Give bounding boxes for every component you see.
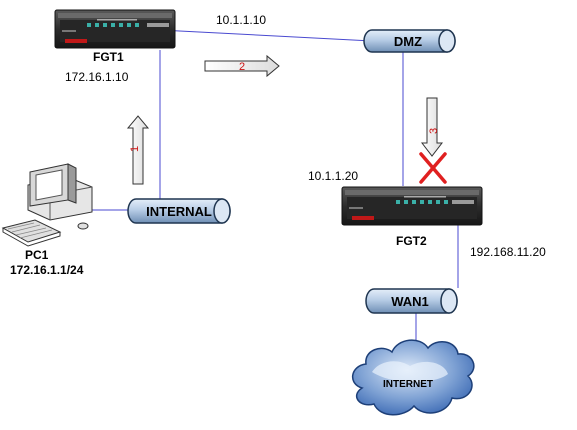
fgt1-device-icon[interactable]: [54, 9, 176, 49]
fgt1-label: FGT1: [93, 50, 124, 64]
fgt2-label: FGT2: [396, 234, 427, 248]
pc1-ip-label: 172.16.1.1/24: [10, 263, 84, 277]
links: [88, 29, 459, 348]
internal-segment[interactable]: INTERNAL: [127, 198, 231, 224]
fgt2-device-icon[interactable]: [341, 186, 483, 226]
step-1-label: 1: [129, 146, 141, 152]
internet-label: INTERNET: [383, 379, 433, 390]
desktop-computer-icon[interactable]: [1, 163, 93, 247]
wan1-segment[interactable]: WAN1: [365, 288, 458, 314]
step-3-arrow: 3: [420, 97, 444, 157]
red-x-icon: [419, 152, 447, 184]
pc1-label: PC1: [25, 248, 49, 262]
fgt1-internal-ip-label: 172.16.1.10: [65, 70, 129, 84]
fgt1-dmz-ip-label: 10.1.1.10: [216, 13, 266, 27]
dmz-segment[interactable]: DMZ: [363, 29, 456, 53]
link-fgt1-dmz: [159, 29, 373, 42]
fgt2-wan-ip-label: 192.168.11.20: [470, 245, 546, 259]
internal-label: INTERNAL: [146, 204, 212, 219]
step-2-label: 2: [239, 61, 245, 73]
step-3-label: 3: [428, 128, 440, 134]
step-2-arrow: 2: [204, 54, 280, 78]
fgt2-dmz-ip-label: 10.1.1.20: [308, 169, 358, 183]
step-1-arrow: 1: [126, 115, 150, 185]
wan1-label: WAN1: [391, 294, 429, 309]
dmz-label: DMZ: [394, 34, 422, 49]
cloud-icon[interactable]: INTERNET: [352, 339, 475, 416]
